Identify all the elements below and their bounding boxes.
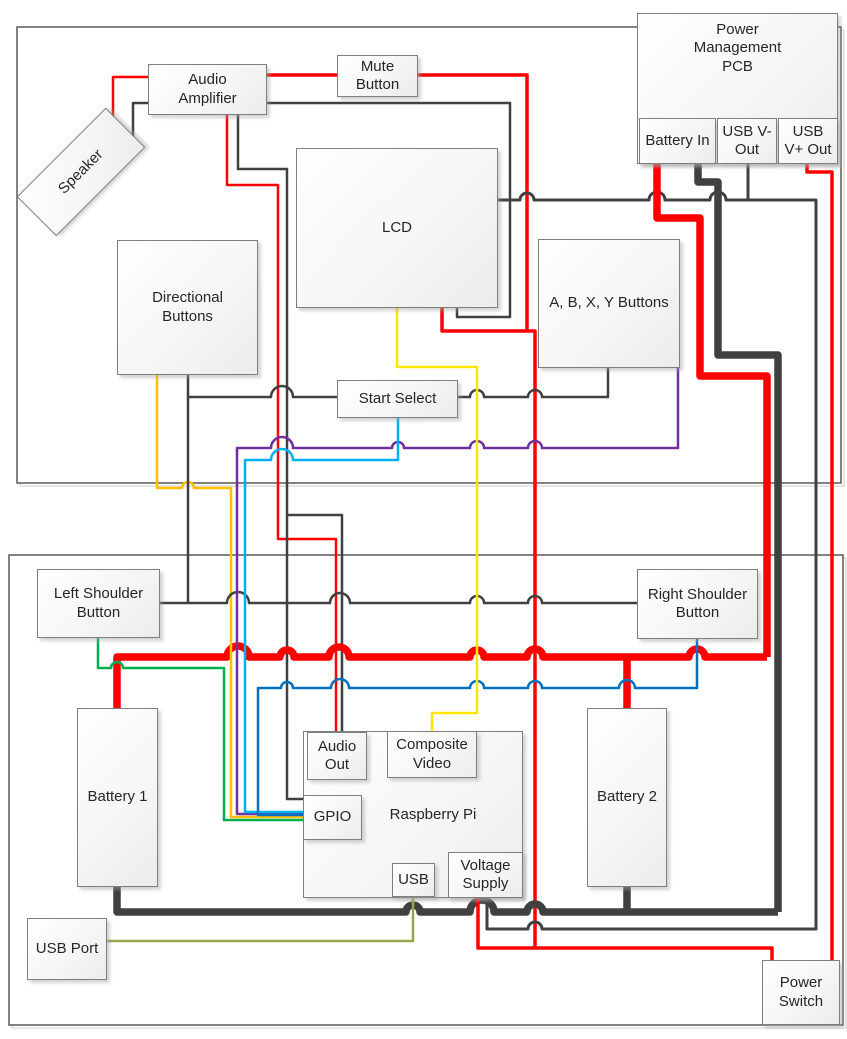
- wire-audio-out-ground-branch: [287, 513, 344, 732]
- wire-usb-port-data: [107, 897, 415, 943]
- wire-right-shoulder-signal: [256, 639, 699, 817]
- wire-button-ground-left: [188, 384, 337, 399]
- wire-composite-video-signal: [395, 308, 479, 731]
- wire-voltage-supply-power: [476, 898, 774, 960]
- bottom-panel: [8, 554, 844, 1026]
- wire-speaker-positive: [111, 75, 148, 117]
- wire-amp-audio-signal: [225, 115, 338, 732]
- wire-button-ground-right: [458, 368, 610, 399]
- wire-start-select-signal: [243, 418, 400, 814]
- wire-usb-vplus-to-switch: [805, 164, 834, 960]
- wire-positive-bus: [113, 642, 767, 708]
- wire-battery-in-negative: [694, 164, 782, 912]
- wire-amp-lcd-ground: [267, 101, 512, 319]
- wire-amp-ground-gpio: [236, 115, 303, 801]
- wire-abxy-signal: [235, 368, 680, 816]
- wire-lcd-usb-vminus-ground: [485, 190, 818, 931]
- wire-left-shoulder-signal: [96, 638, 303, 822]
- wire-shoulder-ground: [160, 590, 637, 605]
- wire-mute-to-lcd-power: [418, 73, 529, 331]
- wire-lcd-power-main: [440, 308, 537, 948]
- wire-battery-in-positive: [653, 164, 771, 657]
